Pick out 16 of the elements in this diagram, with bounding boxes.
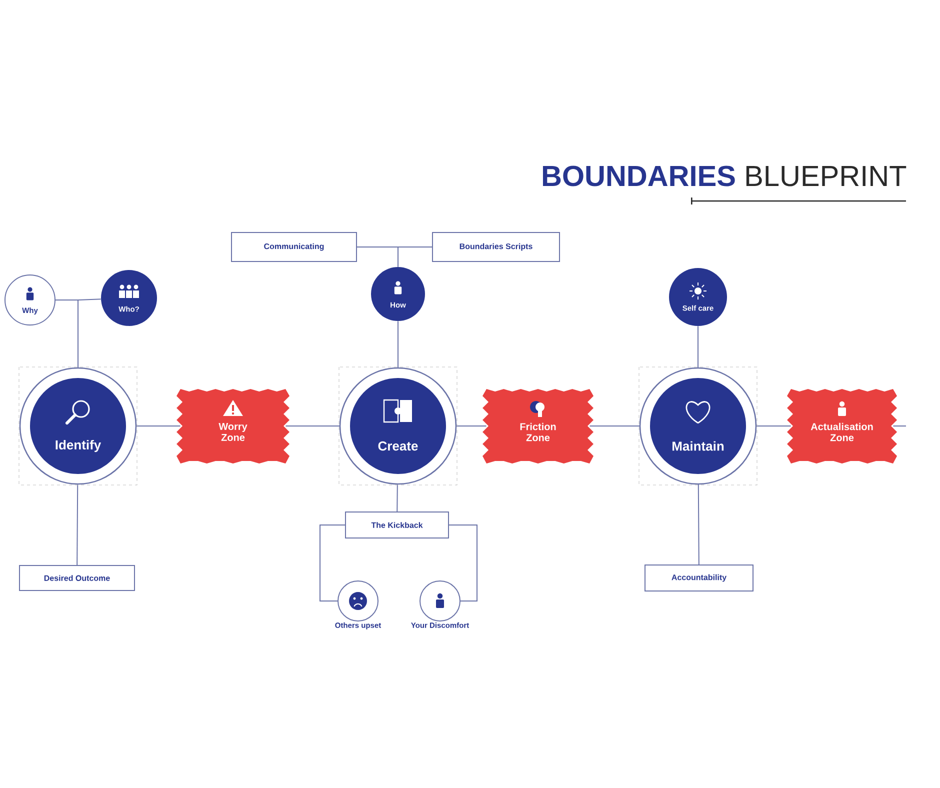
connector-line	[698, 484, 700, 565]
zone-banner: Friction Zone	[482, 389, 594, 464]
title: BOUNDARIES BLUEPRINT	[542, 166, 906, 186]
zone-banner: Worry Zone	[176, 389, 290, 464]
connector-line	[320, 524, 346, 602]
connector-line	[398, 246, 432, 268]
label-box: The Kickback	[345, 512, 449, 538]
label-box: Boundaries Scripts	[432, 232, 560, 262]
connector-line	[76, 484, 78, 566]
connector-line	[78, 298, 102, 368]
label-box: Desired Outcome	[19, 565, 135, 591]
label-box: Accountability	[644, 564, 754, 592]
connector-line	[448, 524, 478, 602]
label-box: Communicating	[231, 232, 357, 262]
zone-banner: Actualisation Zone	[787, 389, 897, 464]
connector-line	[396, 484, 398, 512]
